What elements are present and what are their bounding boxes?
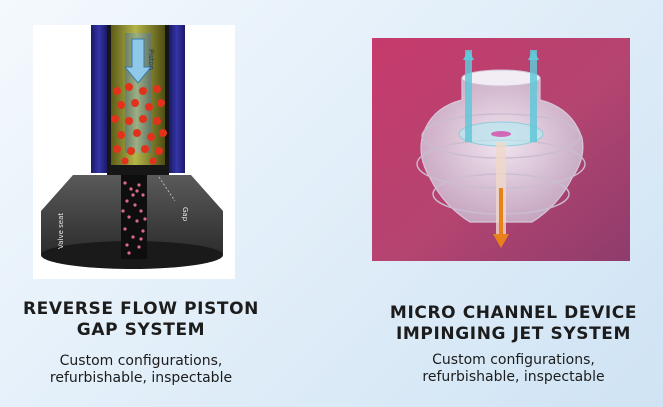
right-title-line-1: MICRO CHANNEL DEVICE bbox=[389, 303, 638, 323]
right-subtitle-line-1: Custom configurations, bbox=[432, 352, 595, 368]
cylinder-wall-left bbox=[91, 25, 107, 173]
gap-channel bbox=[121, 175, 147, 259]
left-title-line-1: REVERSE FLOW PISTON bbox=[22, 299, 259, 319]
left-title-line-2: GAP SYSTEM bbox=[76, 320, 206, 340]
inlet-arrow-left-icon bbox=[463, 50, 474, 60]
gap-particles bbox=[121, 181, 147, 255]
right-product-title: MICRO CHANNEL DEVICE IMPINGING JET SYSTE… bbox=[364, 303, 663, 345]
left-product-title: REVERSE FLOW PISTON GAP SYSTEM bbox=[10, 299, 272, 341]
outlet-stem bbox=[499, 188, 503, 236]
right-title-line-2: IMPINGING JET SYSTEM bbox=[395, 324, 631, 344]
left-product-subtitle: Custom configurations, refurbishable, in… bbox=[10, 353, 272, 387]
inlet-arrow-right-icon bbox=[528, 50, 539, 60]
inlet-pipe-left bbox=[465, 50, 472, 142]
flow-arrow-down-icon bbox=[123, 38, 153, 84]
left-subtitle-line-1: Custom configurations, bbox=[59, 353, 223, 369]
valve-seat-label: Valve seat bbox=[57, 213, 65, 249]
outlet-arrow-down-icon bbox=[493, 234, 509, 248]
micro-channel-device-illustration bbox=[372, 38, 630, 261]
piston-particles bbox=[111, 83, 167, 165]
inlet-pipe-right bbox=[530, 50, 537, 142]
reverse-flow-piston-illustration: Piston Gap Valve seat bbox=[33, 25, 235, 279]
cylinder-wall-right bbox=[169, 25, 185, 173]
right-product-subtitle: Custom configurations, refurbishable, in… bbox=[364, 352, 663, 386]
piston-gap-diagram: Piston Gap Valve seat bbox=[41, 25, 223, 269]
piston-label: Piston bbox=[147, 49, 155, 70]
right-subtitle-line-2: refurbishable, inspectable bbox=[422, 369, 605, 385]
left-subtitle-line-2: refurbishable, inspectable bbox=[49, 370, 233, 386]
gap-label: Gap bbox=[181, 207, 189, 222]
impinging-jet-diagram bbox=[372, 38, 630, 261]
